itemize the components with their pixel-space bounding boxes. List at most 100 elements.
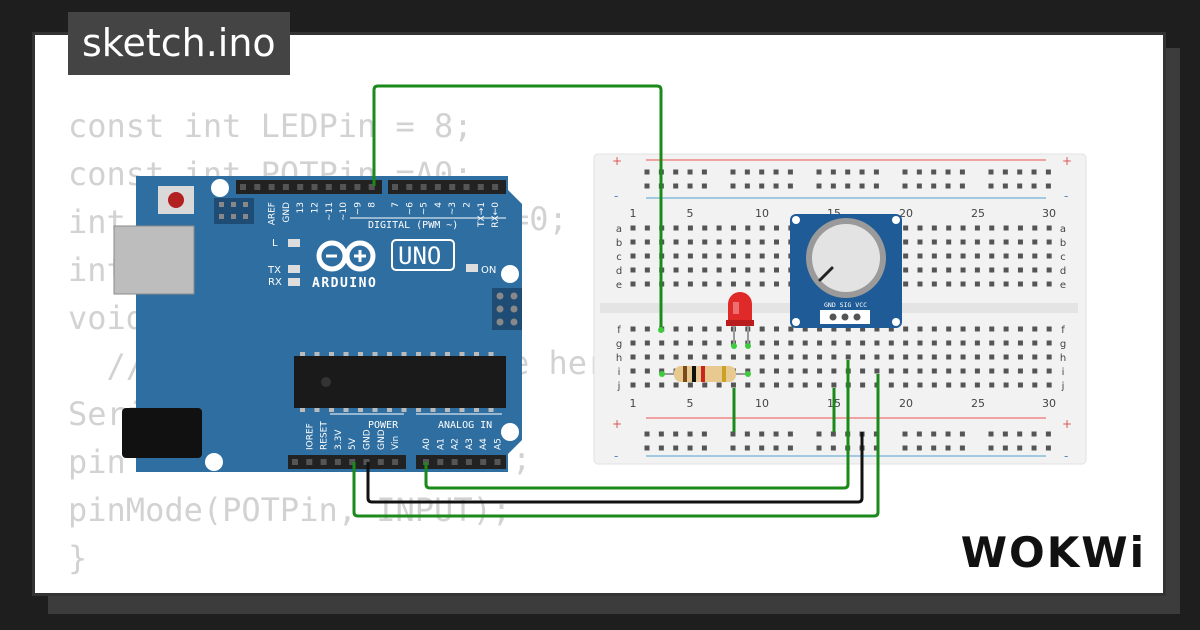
potentiometer[interactable]: GND SIG VCC [790, 214, 902, 328]
header-pin[interactable] [292, 459, 298, 465]
breadboard-hole [673, 183, 679, 189]
breadboard-hole [759, 445, 765, 451]
header-pin[interactable] [349, 459, 356, 465]
on-led [466, 264, 478, 272]
wire-5v-to-pot[interactable] [352, 374, 880, 518]
breadboard-hole [644, 340, 650, 346]
breadboard-hole [673, 169, 679, 175]
header-pin[interactable] [392, 459, 399, 465]
breadboard-hole [774, 354, 779, 360]
row-letter: b [1060, 238, 1066, 249]
breadboard-hole [917, 340, 923, 346]
breadboard-hole [759, 183, 765, 189]
breadboard-hole [716, 253, 722, 259]
header-pin[interactable] [449, 184, 456, 190]
header-pin[interactable] [320, 459, 327, 465]
header-pin[interactable] [240, 184, 246, 190]
breadboard-hole [630, 239, 636, 245]
breadboard-hole [759, 354, 765, 360]
breadboard-hole [831, 340, 837, 346]
breadboard-hole [773, 183, 779, 189]
breadboard-hole [931, 368, 937, 374]
header-pin[interactable] [368, 184, 375, 190]
header-pin[interactable] [465, 459, 472, 465]
breadboard-hole [673, 326, 679, 332]
header-pin[interactable] [437, 459, 444, 465]
breadboard-hole [630, 267, 636, 273]
reset-button-cap[interactable] [168, 192, 184, 208]
breadboard-hole [702, 340, 708, 346]
breadboard-hole [1032, 368, 1038, 374]
header-pin[interactable] [420, 184, 427, 190]
breadboard-hole [960, 253, 966, 259]
header-pin[interactable] [480, 459, 487, 465]
breadboard-hole [974, 368, 980, 374]
header-pin[interactable] [494, 459, 501, 465]
breadboard-hole [673, 225, 679, 231]
potentiometer-knob[interactable] [812, 224, 880, 292]
breadboard-hole [716, 239, 722, 245]
row-letter: g [1060, 339, 1066, 350]
header-pin[interactable] [340, 184, 347, 190]
power-jack [122, 408, 202, 458]
red-led[interactable] [726, 292, 754, 345]
breadboard-hole [960, 281, 966, 287]
breadboard-hole [787, 183, 793, 189]
breadboard-hole [644, 183, 650, 189]
header-pin[interactable] [451, 459, 458, 465]
knob-indicator [818, 266, 834, 282]
power-pin-label: GND [377, 429, 387, 450]
header-pin[interactable] [492, 184, 499, 190]
breadboard-hole [946, 326, 952, 332]
header-pin[interactable] [354, 184, 361, 190]
header-pin[interactable] [406, 184, 413, 190]
breadboard-hole [888, 354, 894, 360]
header-pin[interactable] [311, 184, 318, 190]
wire-a0-to-pot[interactable] [424, 360, 850, 490]
row-letter: f [1061, 325, 1065, 336]
breadboard-hole [687, 326, 693, 332]
breadboard-hole [1046, 253, 1052, 259]
breadboard-hole [701, 169, 707, 175]
row-letter: e [1060, 280, 1066, 291]
analog-pin-label: A3 [465, 438, 475, 450]
header-pin[interactable] [477, 184, 484, 190]
resistor[interactable] [662, 366, 748, 382]
breadboard-hole [974, 225, 980, 231]
breadboard-hole [730, 239, 736, 245]
header-pin[interactable] [325, 184, 332, 190]
header-pin[interactable] [334, 459, 341, 465]
breadboard-hole [1017, 382, 1023, 388]
breadboard-hole [917, 267, 923, 273]
breadboard-hole [903, 281, 909, 287]
breadboard-hole [716, 267, 722, 273]
chip-pin [430, 408, 436, 412]
chip-pin [358, 408, 363, 412]
breadboard-hole [744, 431, 750, 437]
header-pin[interactable] [392, 184, 398, 190]
header-pin[interactable] [434, 184, 441, 190]
sketch-filename-tab[interactable]: sketch.ino [68, 12, 290, 75]
row-letter: i [618, 367, 621, 378]
header-pin[interactable] [377, 459, 384, 465]
analog-header [416, 455, 506, 469]
breadboard-hole [759, 340, 765, 346]
header-pin[interactable] [282, 184, 289, 190]
wire-pin8-to-led[interactable] [372, 84, 663, 330]
breadboard-hole [931, 169, 937, 175]
breadboard-hole [816, 431, 822, 437]
header-pin[interactable] [463, 184, 470, 190]
breadboard-hole [873, 445, 879, 451]
header-pin[interactable] [254, 184, 261, 190]
header-pin[interactable] [268, 184, 275, 190]
breadboard-hole [1032, 326, 1038, 332]
header-pin[interactable] [306, 459, 313, 465]
breadboard-hole [974, 354, 980, 360]
chip-pin [343, 408, 349, 412]
breadboard-hole [960, 340, 966, 346]
column-number: 5 [687, 397, 694, 410]
wire-gnd-to-rail[interactable] [366, 432, 864, 504]
breadboard-hole [759, 239, 765, 245]
header-pin[interactable] [297, 184, 304, 190]
